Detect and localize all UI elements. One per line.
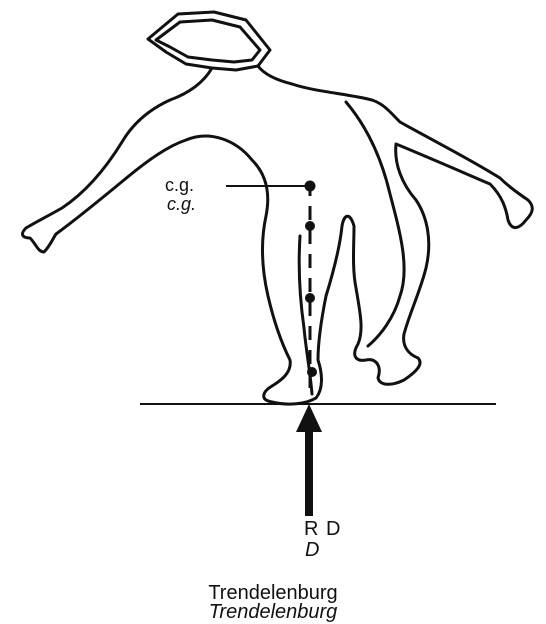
cg-point-thigh <box>306 222 315 231</box>
caption-italic: Trendelenburg <box>0 602 546 622</box>
cg-point-leg <box>306 294 315 303</box>
reaction-arrow-shaft <box>305 420 313 516</box>
cg-label-italic: c.g. <box>167 195 196 213</box>
cg-point-foot <box>308 368 317 377</box>
caption: Trendelenburg <box>0 583 546 603</box>
reaction-arrow-head <box>296 404 322 432</box>
figure-body-outline <box>23 66 533 404</box>
reaction-label-italic: D <box>305 540 319 560</box>
reaction-label: R D <box>304 519 341 539</box>
cg-point-trunk <box>305 181 315 191</box>
cg-label: c.g. <box>165 176 194 194</box>
